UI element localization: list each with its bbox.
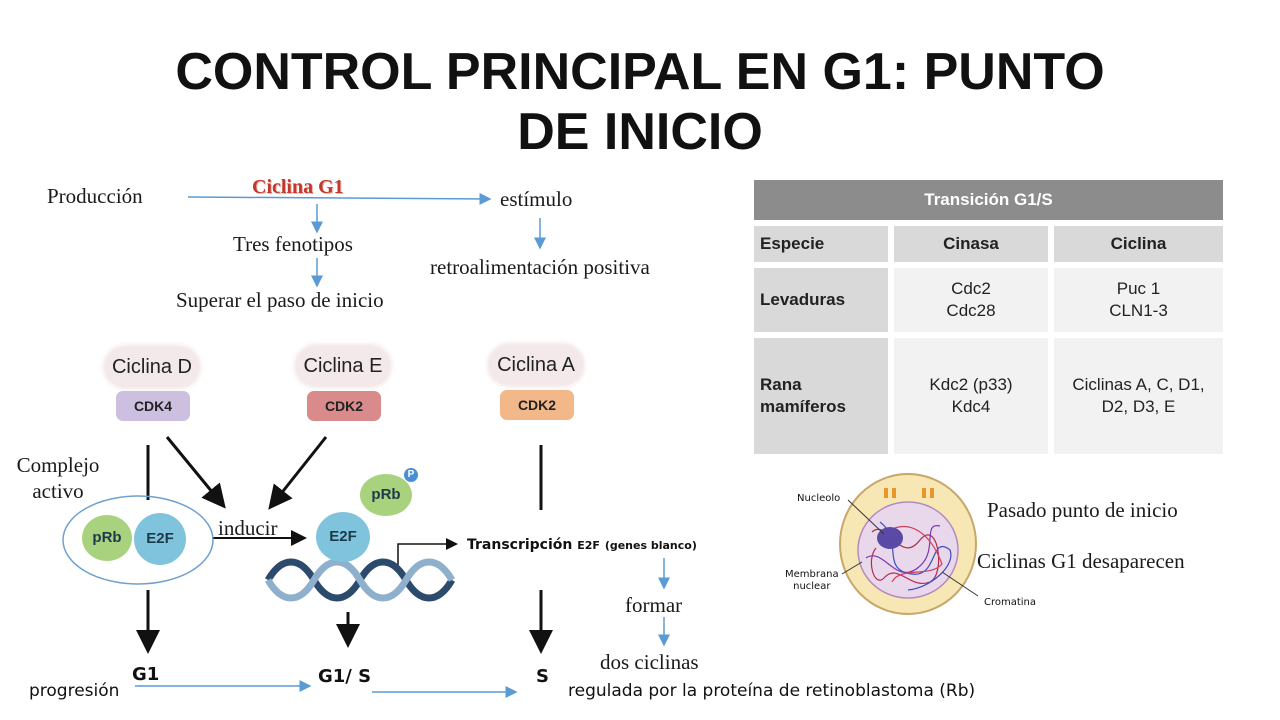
pasado-label: Pasado punto de inicio xyxy=(987,498,1178,522)
s-label: S xyxy=(536,666,549,687)
transcripcion-word: Transcripción xyxy=(467,537,573,553)
nucleolo-label: Nucleolo xyxy=(797,493,841,504)
ciclina-d-pill: Ciclina D xyxy=(106,348,198,386)
g1s-label: G1/ S xyxy=(318,666,372,687)
complejo-activo-ellipse xyxy=(62,495,214,585)
prb-circle: pRb xyxy=(82,515,132,561)
membrana-pointer xyxy=(841,561,863,575)
produccion-label: Producción xyxy=(47,184,143,208)
table-row-2-especie: Rana mamíferos xyxy=(754,338,888,454)
table-header-cinasa: Cinasa xyxy=(894,226,1048,262)
centrosome-icons xyxy=(884,488,934,498)
dos-ciclinas-label: dos ciclinas xyxy=(600,650,699,674)
table-header-especie: Especie xyxy=(754,226,888,262)
desaparecen-label: Ciclinas G1 desaparecen xyxy=(977,549,1185,573)
arrow-transcripcion xyxy=(397,538,458,565)
table-row-1-especie: Levaduras xyxy=(754,268,888,332)
estimulo-label: estímulo xyxy=(500,187,573,211)
title-line-1: CONTROL PRINCIPAL EN G1: PUNTO xyxy=(175,43,1105,101)
cell-illustration xyxy=(839,473,979,615)
table-row-1-cinasa: Cdc2 Cdc28 xyxy=(894,268,1048,332)
membrana-label: Membrana nuclear xyxy=(785,569,839,592)
table-header-ciclina: Ciclina xyxy=(1054,226,1223,262)
nucleolo-pointer xyxy=(847,499,885,535)
arrow-cdk2-inducir xyxy=(268,436,328,510)
inducir-label: inducir xyxy=(218,516,278,540)
transcripcion-label: Transcripción E2F (genes blanco) xyxy=(467,537,697,553)
table-row-1-ciclina: Puc 1 CLN1-3 xyxy=(1054,268,1223,332)
table-row-2-ciclina: Ciclinas A, C, D1, D2, D3, E xyxy=(1054,338,1223,454)
title-line-2: DE INICIO xyxy=(517,103,763,161)
e2f-circle: E2F xyxy=(134,513,186,565)
progresion-label: progresión xyxy=(29,681,120,701)
nucleolo-shape xyxy=(877,527,903,549)
ciclina-a-pill: Ciclina A xyxy=(490,346,582,384)
arrow-produccion-estimulo xyxy=(187,192,492,205)
superar-label: Superar el paso de inicio xyxy=(176,288,384,312)
g1-label: G1 xyxy=(132,664,160,685)
transicion-table: Transición G1/S Especie Cinasa Ciclina L… xyxy=(754,180,1223,454)
formar-label: formar xyxy=(625,593,683,617)
transcripcion-e2f: E2F xyxy=(577,539,600,552)
table-row-2-cinasa: Kdc2 (p33) Kdc4 xyxy=(894,338,1048,454)
ciclina-g1-label: Ciclina G1 xyxy=(252,176,344,198)
genes-blanco: (genes blanco) xyxy=(604,539,697,552)
complejo-activo-label: Complejo activo xyxy=(16,453,100,503)
chromatin-squiggles xyxy=(865,521,952,591)
regulada-label: regulada por la proteína de retinoblasto… xyxy=(568,681,976,701)
dna-helix xyxy=(264,558,456,602)
ciclina-e-pill: Ciclina E xyxy=(297,347,389,385)
cromatina-pointer xyxy=(941,571,979,597)
table-caption: Transición G1/S xyxy=(754,180,1223,220)
phosphate-icon: P xyxy=(404,468,418,482)
retroalimentacion-label: retroalimentación positiva xyxy=(430,255,650,279)
e2f-free-circle: E2F xyxy=(316,512,370,562)
prb-phospho-circle: pRb xyxy=(360,474,412,516)
cdk4-box: CDK4 xyxy=(116,391,190,421)
cdk2-a-box: CDK2 xyxy=(500,390,574,420)
nucleus xyxy=(857,501,959,599)
cdk2-e-box: CDK2 xyxy=(307,391,381,421)
cromatina-label: Cromatina xyxy=(984,597,1037,608)
arrow-cdk4-inducir xyxy=(165,436,226,509)
tres-fenotipos-label: Tres fenotipos xyxy=(233,232,353,256)
